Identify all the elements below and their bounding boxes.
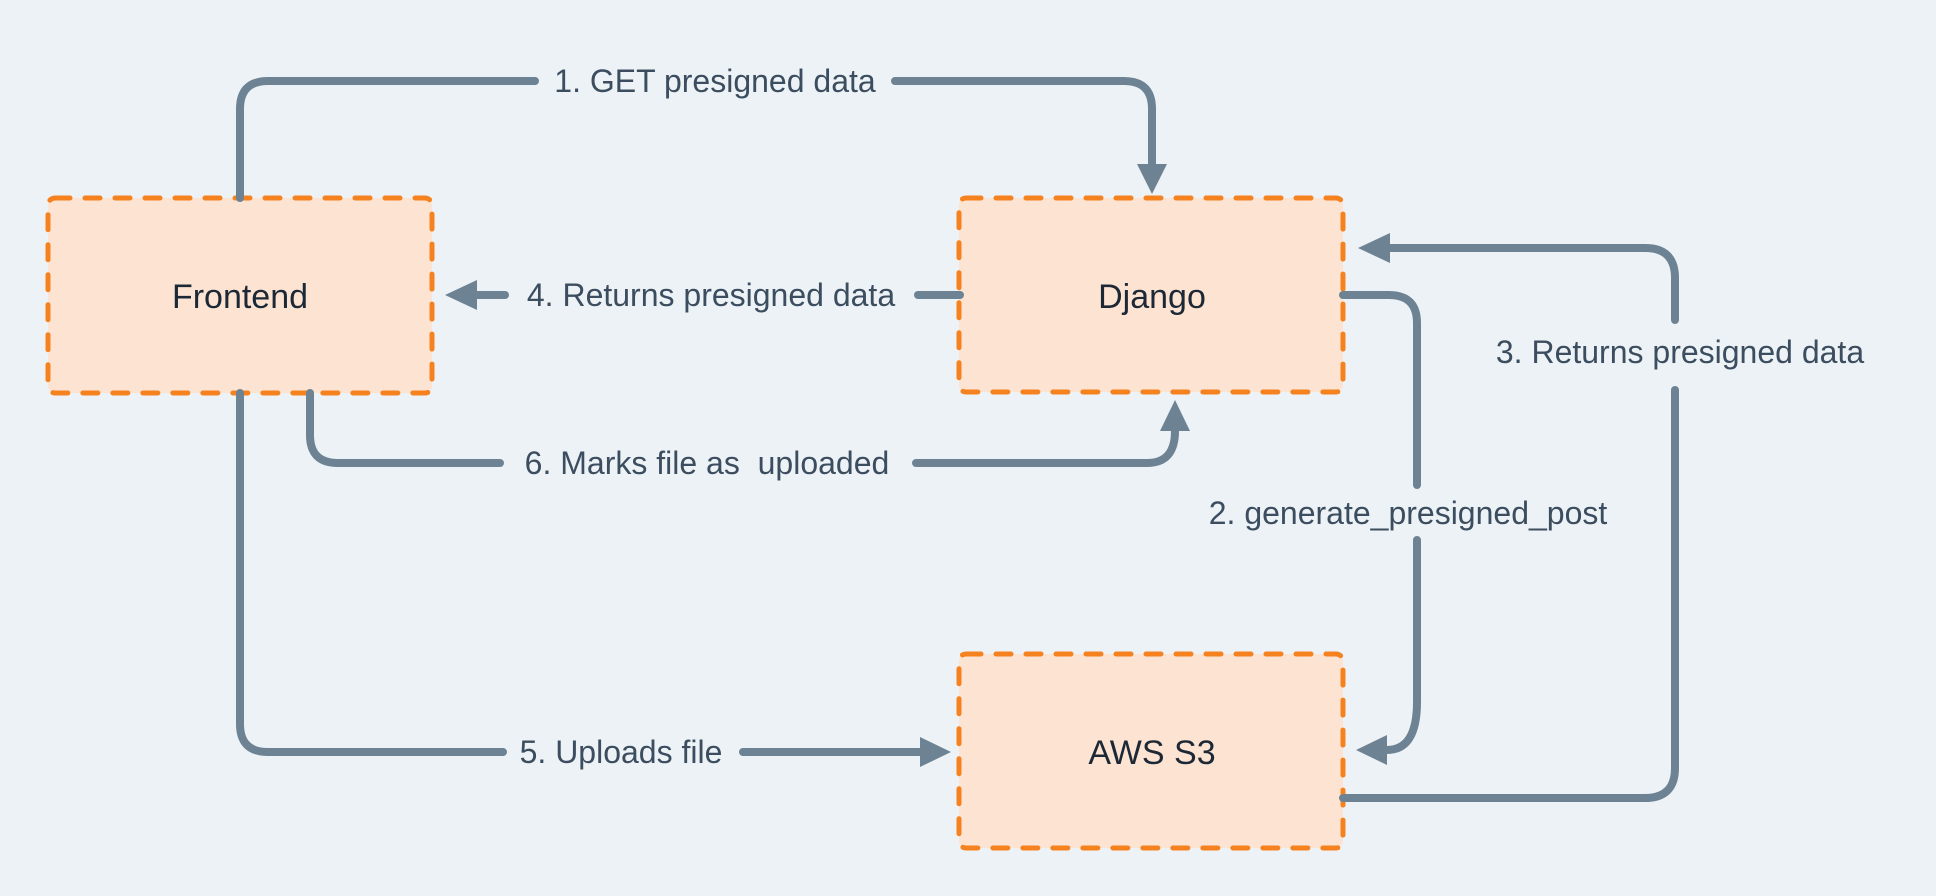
arrow-1-get-presigned-data <box>236 77 1167 202</box>
box-label-django: Django <box>1098 278 1206 316</box>
arrow-label-2: 2. generate_presigned_post <box>1208 495 1608 531</box>
arrow-label-4: 4. Returns presigned data <box>526 277 896 313</box>
box-aws-s3 <box>956 651 1346 851</box>
arrowhead-left-icon <box>1358 233 1390 263</box>
arrow-6-marks-file-uploaded <box>306 389 1190 467</box>
arrow-label-1: 1. GET presigned data <box>554 63 876 99</box>
box-django <box>956 195 1346 395</box>
box-label-aws-s3: AWS S3 <box>1088 734 1216 772</box>
arrow-3-returns-presigned-data <box>1339 233 1679 802</box>
arrow-label-3: 3. Returns presigned data <box>1495 334 1865 370</box>
arrowhead-down-icon <box>1137 164 1167 194</box>
arrow-4-returns-presigned-data <box>445 280 964 310</box>
arrowhead-left-icon <box>445 280 477 310</box>
arrowhead-right-icon <box>920 737 951 767</box>
arrowhead-up-icon <box>1160 400 1190 431</box>
arrow-label-5: 5. Uploads file <box>519 734 723 770</box>
arrowhead-left-icon <box>1356 735 1387 765</box>
box-label-frontend: Frontend <box>171 278 309 316</box>
arrow-5-uploads-file <box>236 389 951 767</box>
arrow-label-6: 6. Marks file as uploaded <box>524 445 890 481</box>
arrow-2-generate-presigned-post <box>1339 291 1421 765</box>
